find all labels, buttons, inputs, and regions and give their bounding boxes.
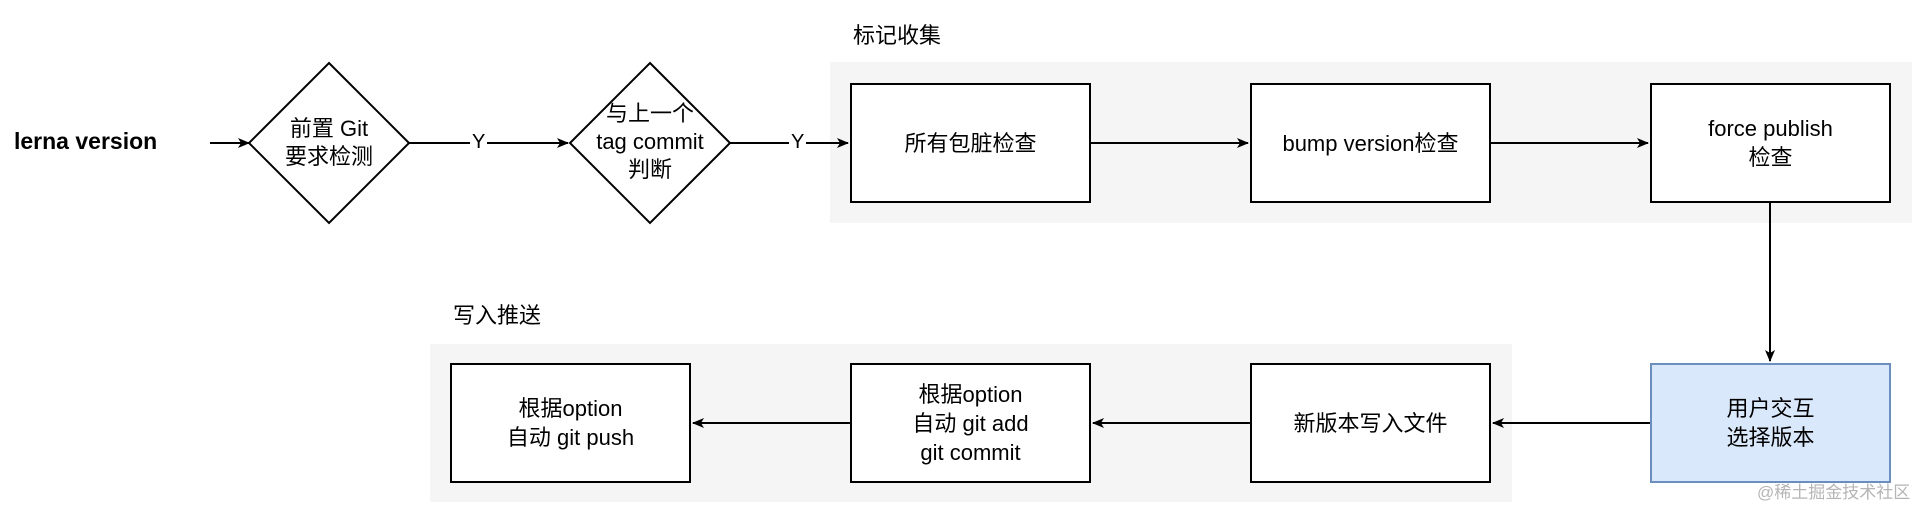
step-write-files: 新版本写入文件 [1250, 363, 1491, 483]
step-dirty-check: 所有包脏检查 [850, 83, 1091, 203]
group-collect-title: 标记收集 [853, 23, 942, 48]
edge-label-yes-1: Y [470, 131, 488, 153]
decision-git-check-diamond [247, 61, 411, 225]
decision-git-check-label: 前置 Git 要求检测 [284, 116, 373, 169]
decision-tag-check-diamond [568, 61, 732, 225]
start-label: lerna version [14, 128, 158, 154]
edge-label-yes-2: Y [789, 131, 807, 153]
group-push-title: 写入推送 [453, 303, 542, 328]
step-select-version: 用户交互 选择版本 [1650, 363, 1891, 483]
step-git-add-commit: 根据option 自动 git add git commit [850, 363, 1091, 483]
watermark: @稀土掘金技术社区 [1757, 483, 1911, 502]
decision-tag-check-label: 与上一个 tag commit 判断 [596, 101, 704, 182]
step-git-push: 根据option 自动 git push [450, 363, 691, 483]
step-force-publish-check: force publish 检查 [1650, 83, 1891, 203]
step-bump-version-check: bump version检查 [1250, 83, 1491, 203]
